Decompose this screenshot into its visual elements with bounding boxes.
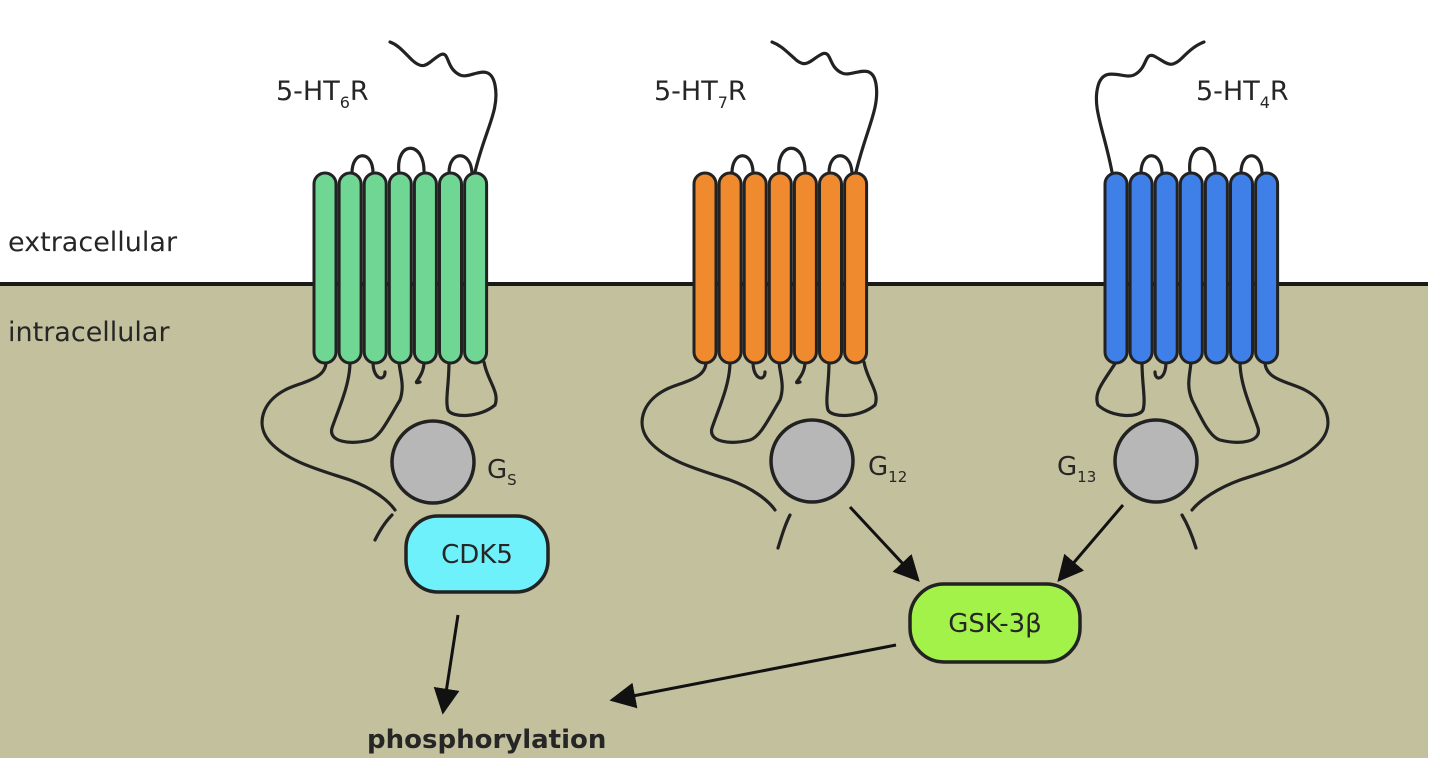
transmembrane-helix-7 — [463, 171, 489, 365]
arrow-g13-to-gsk3b — [1057, 504, 1125, 582]
intracellular-loops — [260, 360, 498, 542]
g-protein-label-g12: G12 — [868, 452, 907, 486]
transmembrane-helix-6 — [438, 171, 463, 365]
receptor-5ht4r — [1094, 40, 1330, 550]
transmembrane-helices — [1103, 171, 1280, 365]
transmembrane-helix-5 — [792, 171, 818, 365]
transmembrane-helix-4 — [1178, 171, 1204, 365]
transmembrane-helix-5 — [412, 171, 438, 365]
transmembrane-helix-3 — [362, 171, 388, 365]
transmembrane-helix-1 — [692, 171, 718, 365]
receptor-5ht7r — [640, 40, 879, 550]
kinase-cdk5-label: CDK5 — [441, 540, 513, 570]
transmembrane-helix-3 — [1153, 171, 1179, 365]
kinase-cdk5-box — [404, 514, 550, 594]
receptor-label-5ht7r: 5-HT7R — [654, 76, 747, 112]
intracellular-loops — [1095, 360, 1330, 550]
g-protein-gs — [390, 419, 476, 505]
extracellular-loops — [730, 146, 854, 175]
transmembrane-helix-4 — [387, 171, 413, 365]
g-protein-g13 — [1113, 418, 1199, 504]
transmembrane-helices — [692, 171, 869, 365]
transmembrane-helix-1 — [312, 171, 338, 365]
extracellular-loops — [1139, 146, 1264, 175]
g-protein-label-gs: GS — [487, 455, 517, 489]
n-terminus-tail — [1094, 40, 1206, 174]
receptor-label-5ht6r: 5-HT6R — [276, 76, 369, 112]
transmembrane-helix-1 — [1103, 171, 1129, 365]
transmembrane-helix-2 — [717, 171, 743, 365]
intracellular-label: intracellular — [8, 317, 170, 348]
extracellular-label: extracellular — [8, 227, 178, 258]
kinase-gsk3b-box — [908, 582, 1082, 664]
transmembrane-helix-3 — [742, 171, 768, 365]
transmembrane-helix-5 — [1203, 171, 1229, 365]
transmembrane-helix-7 — [1254, 171, 1280, 365]
extracellular-loops — [350, 146, 474, 175]
kinase-gsk3b-label: GSK-3β — [948, 609, 1042, 639]
transmembrane-helix-4 — [767, 171, 793, 365]
intracellular-loops — [640, 360, 878, 550]
arrow-gsk3b-to-phosphorylation — [609, 643, 897, 709]
transmembrane-helix-6 — [1229, 171, 1254, 365]
arrow-cdk5-to-phosphorylation — [433, 614, 460, 715]
receptor-label-5ht4r: 5-HT4R — [1196, 76, 1289, 112]
receptor-5ht6r — [260, 40, 498, 542]
n-terminus-tail — [770, 40, 879, 174]
transmembrane-helix-6 — [818, 171, 843, 365]
transmembrane-helices — [312, 171, 489, 365]
transmembrane-helix-2 — [337, 171, 363, 365]
arrow-g12-to-gsk3b — [848, 505, 920, 582]
g-protein-g12 — [769, 418, 855, 504]
phosphorylation-label: phosphorylation — [367, 725, 606, 755]
g-protein-label-g13: G13 — [1057, 452, 1096, 486]
n-terminus-tail — [388, 40, 498, 174]
transmembrane-helix-2 — [1128, 171, 1154, 365]
transmembrane-helix-7 — [843, 171, 869, 365]
